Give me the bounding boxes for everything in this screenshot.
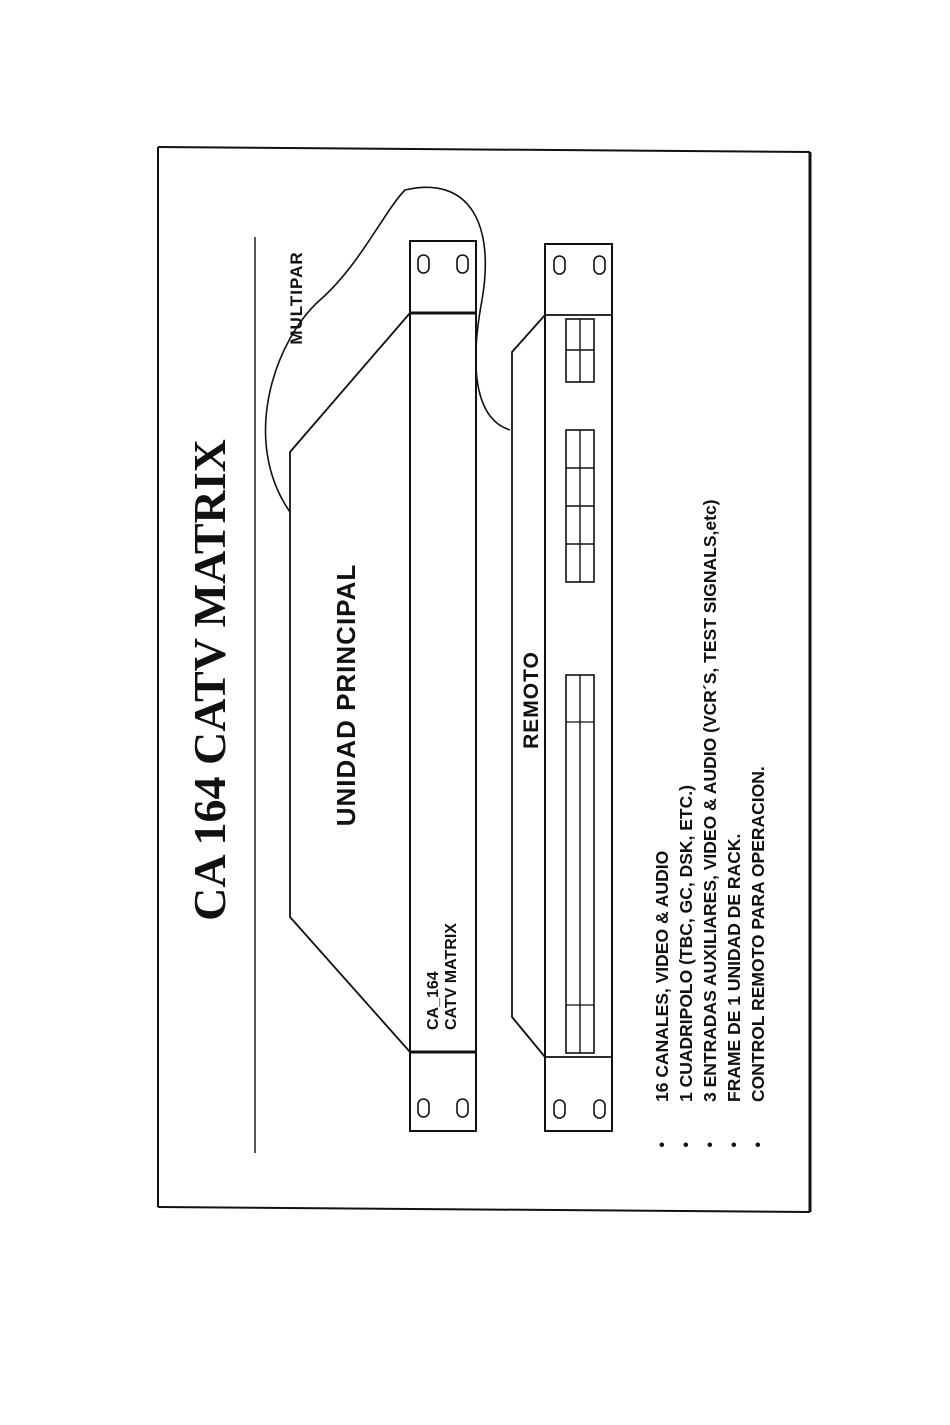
- rack-hole: [457, 1099, 468, 1117]
- feature-item: 1 CUADRIPOLO (TBC, GC, DSK, ETC.): [676, 785, 696, 1102]
- rack-hole: [554, 256, 565, 274]
- feature-item: FRAME DE 1 UNIDAD DE RACK.: [724, 834, 744, 1102]
- remote-long-button-strip: [566, 675, 594, 1053]
- bullet: •: [707, 1137, 713, 1154]
- bullet: •: [755, 1137, 761, 1154]
- rack-hole: [554, 1100, 565, 1118]
- rack-hole: [594, 256, 605, 274]
- remote-aux-button-block: [566, 319, 594, 382]
- rack-hole: [457, 255, 468, 273]
- feature-item: 16 CANALES, VIDEO & AUDIO: [652, 851, 672, 1102]
- rack-hole: [418, 255, 429, 273]
- feature-item: CONTROL REMOTO PARA OPERACION.: [748, 766, 768, 1102]
- rack-hole: [594, 1100, 605, 1118]
- remote-unit-front-panel: [545, 244, 612, 1131]
- page-title: CA 164 CATV MATRIX: [184, 439, 235, 921]
- front-panel-model: CA_164: [425, 971, 442, 1030]
- front-panel-name: CATV MATRIX: [443, 923, 460, 1030]
- multipar-cable: [266, 187, 510, 512]
- rack-hole: [418, 1099, 429, 1117]
- main-unit-label: UNIDAD PRINCIPAL: [331, 564, 361, 827]
- bullet: •: [731, 1137, 737, 1154]
- feature-item: 3 ENTRADAS AUXILIARES, VIDEO & AUDIO (VC…: [700, 499, 720, 1102]
- remote-channel-button-block: [566, 430, 594, 582]
- feature-list: 16 CANALES, VIDEO & AUDIO 1 CUADRIPOLO (…: [652, 499, 768, 1154]
- multipar-label: MULTIPAR: [287, 251, 306, 344]
- bullet: •: [659, 1137, 665, 1154]
- remote-unit-label: REMOTO: [520, 651, 543, 749]
- bullet: •: [683, 1137, 689, 1154]
